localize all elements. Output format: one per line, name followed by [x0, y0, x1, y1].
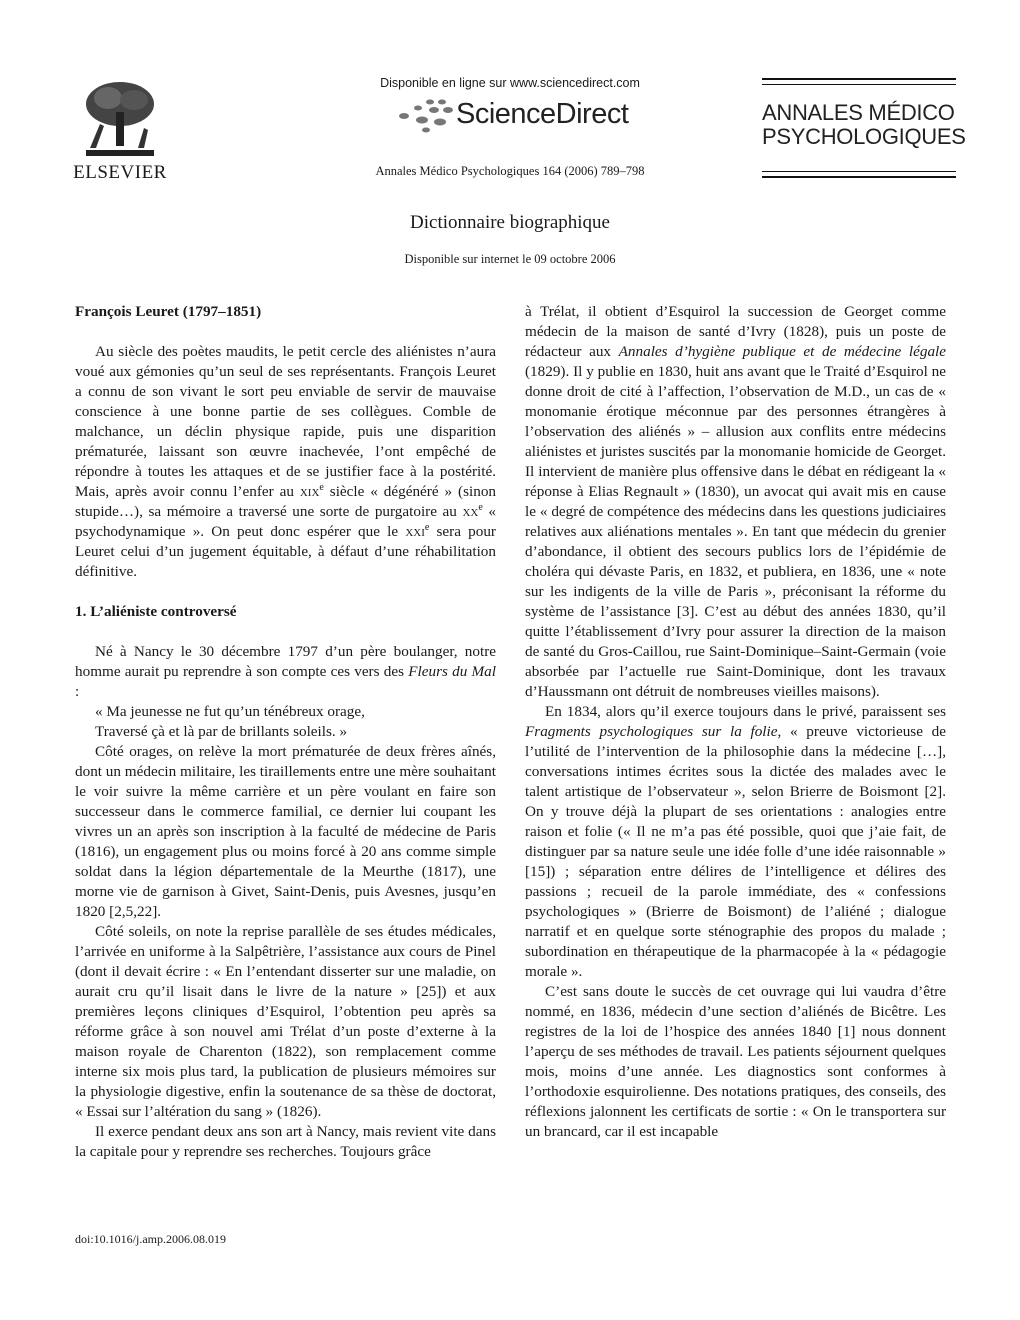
- sciencedirect-wordmark: ScienceDirect: [456, 98, 629, 130]
- sciencedirect-dots-icon: [399, 99, 453, 133]
- publisher-name: ELSEVIER: [73, 162, 167, 183]
- elsevier-tree-icon: [86, 82, 154, 156]
- work-title-fragments: Fragments psychologiques sur la folie: [525, 723, 778, 740]
- journal-title-annales-hygiene: Annales d’hygiène publique et de médecin…: [618, 343, 946, 360]
- work-title-fleurs-du-mal: Fleurs du Mal: [408, 663, 496, 680]
- masthead-rule-bottom: [762, 171, 956, 178]
- paragraph-fragments: En 1834, alors qu’il exerce toujours dan…: [525, 702, 946, 982]
- section-1-heading: 1. L’aliéniste controversé: [75, 603, 237, 620]
- masthead-rule-top: [762, 78, 956, 85]
- elsevier-logo: ELSEVIER: [72, 78, 168, 183]
- intro-text-b: siècle « dégénéré » (sinon stupide…), sa…: [75, 483, 497, 520]
- paragraph-ivry-rest: (1829). Il y publie en 1830, huit ans av…: [525, 363, 946, 700]
- century-21: xxi: [405, 523, 425, 540]
- century-suffix: e: [424, 521, 430, 533]
- sciencedirect-block: Disponible en ligne sur www.sciencedirec…: [330, 76, 690, 136]
- paragraph-suns: Côté soleils, on note la reprise parallè…: [75, 923, 496, 1120]
- paragraph-ivry: à Trélat, il obtient d’Esquirol la succe…: [525, 302, 946, 702]
- doi-link[interactable]: doi:10.1016/j.amp.2006.08.019: [75, 1232, 226, 1246]
- verse-line-2: Traversé çà et là par de brillants solei…: [95, 723, 348, 740]
- journal-reference: Annales Médico Psychologiques 164 (2006)…: [375, 164, 645, 178]
- century-19: xix: [299, 483, 320, 500]
- journal-masthead: ANNALES MÉDICO PSYCHOLOGIQUES: [762, 78, 966, 178]
- intro-text-d: sera pour Leuret celui d’un jugement équ…: [75, 523, 496, 580]
- section-heading: Dictionnaire biographique: [410, 212, 610, 233]
- paragraph-birth: Né à Nancy le 30 décembre 1797 d’un père…: [75, 642, 496, 702]
- sciencedirect-logo: ScienceDirect: [330, 96, 690, 136]
- intro-text-c: « psychodynamique ». On peut donc espére…: [75, 503, 497, 540]
- paragraph-birth-text: Né à Nancy le 30 décembre 1797 d’un père…: [75, 643, 496, 680]
- century-20: xx: [462, 503, 479, 520]
- paragraph-fragments-text: En 1834, alors qu’il exerce toujours dan…: [545, 703, 946, 720]
- century-suffix: e: [319, 481, 324, 493]
- paragraph-fragments-rest: , « preuve victorieuse de l’utilité de l…: [525, 723, 946, 980]
- paragraph-bicetre: C’est sans doute le succès de cet ouvrag…: [525, 983, 946, 1140]
- availability-date: Disponible sur internet le 09 octobre 20…: [404, 252, 616, 266]
- paragraph-birth-end: :: [75, 683, 80, 700]
- century-suffix: e: [478, 501, 483, 513]
- paragraph-nancy: Il exerce pendant deux ans son art à Nan…: [75, 1123, 496, 1160]
- journal-title-line1: ANNALES MÉDICO: [762, 100, 955, 125]
- verse-line-1: « Ma jeunesse ne fut qu’un ténébreux ora…: [95, 703, 365, 720]
- intro-paragraph: Au siècle des poètes maudits, le petit c…: [75, 342, 496, 582]
- journal-title-line2: PSYCHOLOGIQUES: [762, 124, 966, 149]
- left-column: François Leuret (1797–1851) Au siècle de…: [75, 302, 496, 1162]
- intro-text-a: Au siècle des poètes maudits, le petit c…: [75, 343, 496, 500]
- online-availability-notice[interactable]: Disponible en ligne sur www.sciencedirec…: [380, 76, 640, 90]
- paragraph-ivry-text: à Trélat, il obtient d’Esquirol la succe…: [525, 303, 946, 360]
- paragraph-storms: Côté orages, on relève la mort prématuré…: [75, 743, 496, 920]
- right-column: à Trélat, il obtient d’Esquirol la succe…: [525, 302, 946, 1142]
- article-title: François Leuret (1797–1851): [75, 303, 262, 320]
